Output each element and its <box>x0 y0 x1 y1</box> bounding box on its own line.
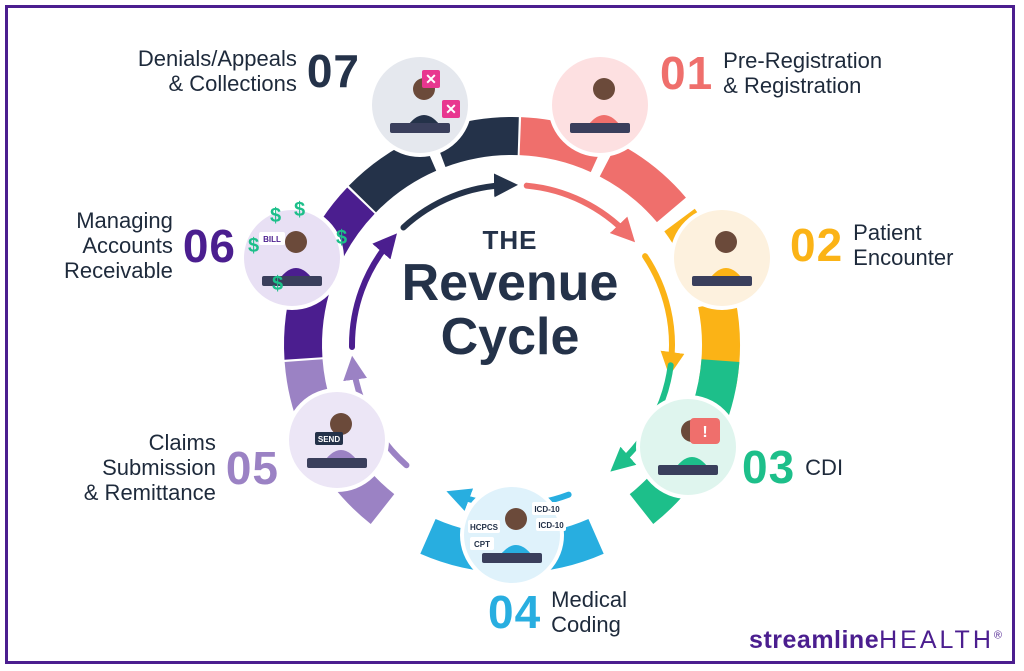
dollar-icon: $ <box>336 227 347 249</box>
logo-registered-mark: ® <box>993 629 1002 642</box>
medical-coder-illustration <box>460 483 564 587</box>
stage-text-03: CDI <box>805 454 844 480</box>
patient-doctor-illustration <box>670 206 774 310</box>
title-cycle: Cycle <box>440 308 580 366</box>
accounts-bill-illustration <box>240 206 344 310</box>
icd10-tag-b: ICD-10 <box>538 521 564 530</box>
title-revenue: Revenue <box>401 254 619 312</box>
svg-text:✕: ✕ <box>425 71 437 87</box>
stage-label-01: 01 Pre-Registration & Registration <box>660 46 882 100</box>
dollar-icon: $ <box>272 273 283 295</box>
ring-segment-01-b <box>599 142 686 223</box>
denials-review-illustration <box>368 53 472 157</box>
dollar-icon: $ <box>270 205 281 227</box>
flow-arrow-02 <box>642 253 685 376</box>
border-frame <box>5 5 1015 664</box>
send-tag: SEND <box>318 435 340 444</box>
stage-number-02: 02 <box>790 219 844 271</box>
stage-label-02: 02 Patient Encounter <box>790 218 953 272</box>
logo-word-streamline: streamline <box>749 626 880 654</box>
svg-text:✕: ✕ <box>445 101 457 117</box>
stage-label-05: Claims Submission & Remittance 05 <box>84 430 279 505</box>
stage-text-05: Claims Submission & Remittance <box>83 430 216 505</box>
bill-tag: BILL <box>263 235 281 244</box>
stage-label-07: Denials/Appeals & Collections 07 <box>138 44 360 98</box>
stage-text-06: Managing Accounts Receivable <box>63 208 173 283</box>
diagram-title: THE Revenue Cycle <box>380 225 640 364</box>
dollar-icon: $ <box>248 235 259 257</box>
cpt-tag: CPT <box>474 540 490 549</box>
flow-arrow-07 <box>400 173 519 231</box>
stage-text-04: Medical Coding <box>551 587 627 637</box>
stage-number-03: 03 <box>742 441 796 493</box>
stage-text-02: Patient Encounter <box>853 220 954 270</box>
svg-text:!: ! <box>702 424 707 441</box>
stage-number-07: 07 <box>306 45 360 97</box>
hcpcs-tag: HCPCS <box>470 523 499 532</box>
title-the: THE <box>482 225 538 255</box>
denial-x-icon-2 <box>442 100 460 118</box>
stage-number-04: 04 <box>488 586 542 638</box>
stage-label-04: 04 Medical Coding <box>488 585 627 639</box>
stage-number-05: 05 <box>225 441 279 494</box>
alert-icon <box>690 418 720 444</box>
flow-arrow-06 <box>349 233 397 350</box>
clinician-clipboard-illustration <box>636 395 740 499</box>
stage-text-07: Denials/Appeals & Collections <box>137 46 297 96</box>
stage-label-06: Managing Accounts Receivable 06 <box>64 208 236 283</box>
registration-desk-illustration <box>548 53 652 157</box>
stage-label-03: 03 CDI <box>742 440 843 494</box>
icd10-tag-a: ICD-10 <box>534 505 560 514</box>
stage-text-01: Pre-Registration & Registration <box>723 48 883 98</box>
stage-number-01: 01 <box>660 47 714 99</box>
streamline-health-logo: streamlineHEALTH® <box>749 626 1002 655</box>
denial-x-icon-1 <box>422 70 440 88</box>
flow-arrow-01 <box>523 182 636 243</box>
dollar-icon: $ <box>294 199 305 221</box>
logo-word-health: HEALTH <box>879 626 994 654</box>
stage-number-06: 06 <box>182 219 236 272</box>
